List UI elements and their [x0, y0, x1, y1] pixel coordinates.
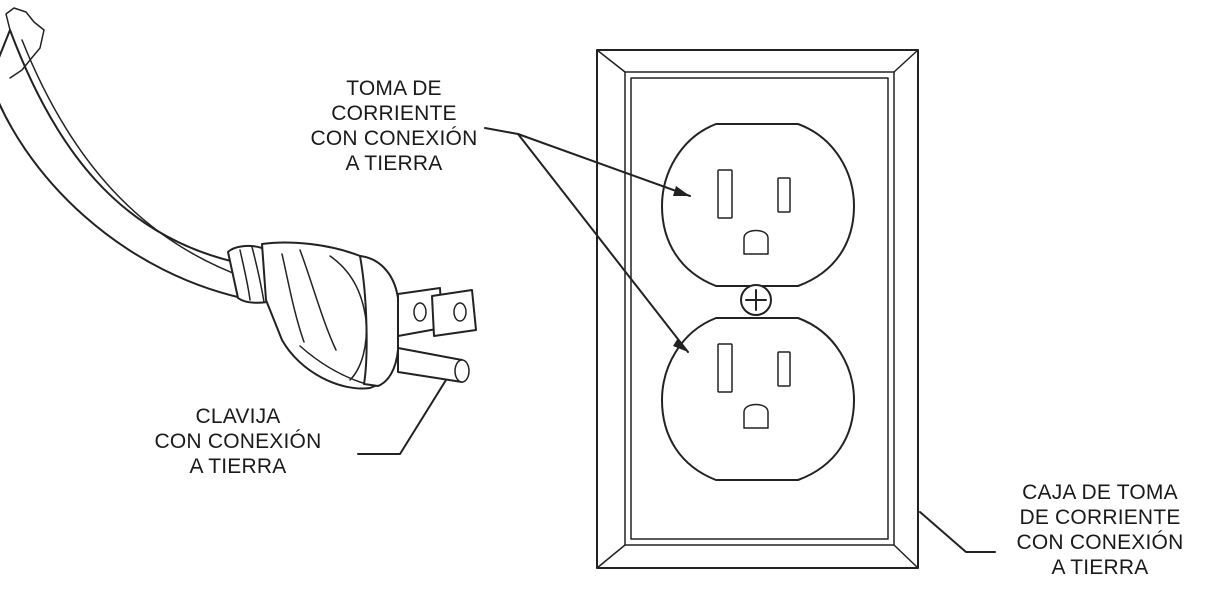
label-grounded-plug: CLAVIJA CON CONEXIÓN A TIERRA: [118, 404, 358, 479]
label-line: A TIERRA: [1051, 556, 1149, 579]
label-line: TOMA DE: [346, 77, 442, 100]
outlet-wall-plate: [596, 49, 919, 569]
grounded-plug: [0, 7, 477, 390]
leader-plug: [357, 379, 447, 455]
label-grounded-outlet: TOMA DE CORRIENTE CON CONEXIÓN A TIERRA: [268, 76, 520, 176]
label-line: A TIERRA: [345, 152, 443, 175]
label-line: CAJA DE TOMA: [1022, 481, 1178, 504]
leader-outlet-bottom: [517, 133, 689, 353]
label-line: CON CONEXIÓN: [154, 430, 322, 453]
center-screw-icon: [740, 284, 772, 316]
label-grounded-outlet-box: CAJA DE TOMA DE CORRIENTE CON CONEXIÓN A…: [990, 480, 1210, 580]
slot-hot-bottom: [777, 351, 791, 387]
label-line: CLAVIJA: [195, 405, 281, 428]
power-cord: [0, 29, 263, 303]
label-line: CON CONEXIÓN: [310, 127, 478, 150]
label-line: DE CORRIENTE: [1019, 506, 1181, 529]
slot-ground-top: [743, 229, 769, 255]
slot-ground-bottom: [743, 403, 769, 429]
receptacle-bottom: [661, 317, 855, 481]
slot-neutral-bottom: [717, 343, 733, 393]
label-line: CORRIENTE: [331, 102, 457, 125]
plug-face: [359, 255, 399, 387]
receptacle-top: [661, 123, 855, 287]
cord-cut-end: [5, 7, 45, 79]
label-line: A TIERRA: [189, 455, 287, 478]
leader-box: [919, 511, 996, 553]
slot-hot-top: [777, 177, 791, 213]
label-line: CON CONEXIÓN: [1016, 531, 1184, 554]
slot-neutral-top: [717, 169, 733, 219]
